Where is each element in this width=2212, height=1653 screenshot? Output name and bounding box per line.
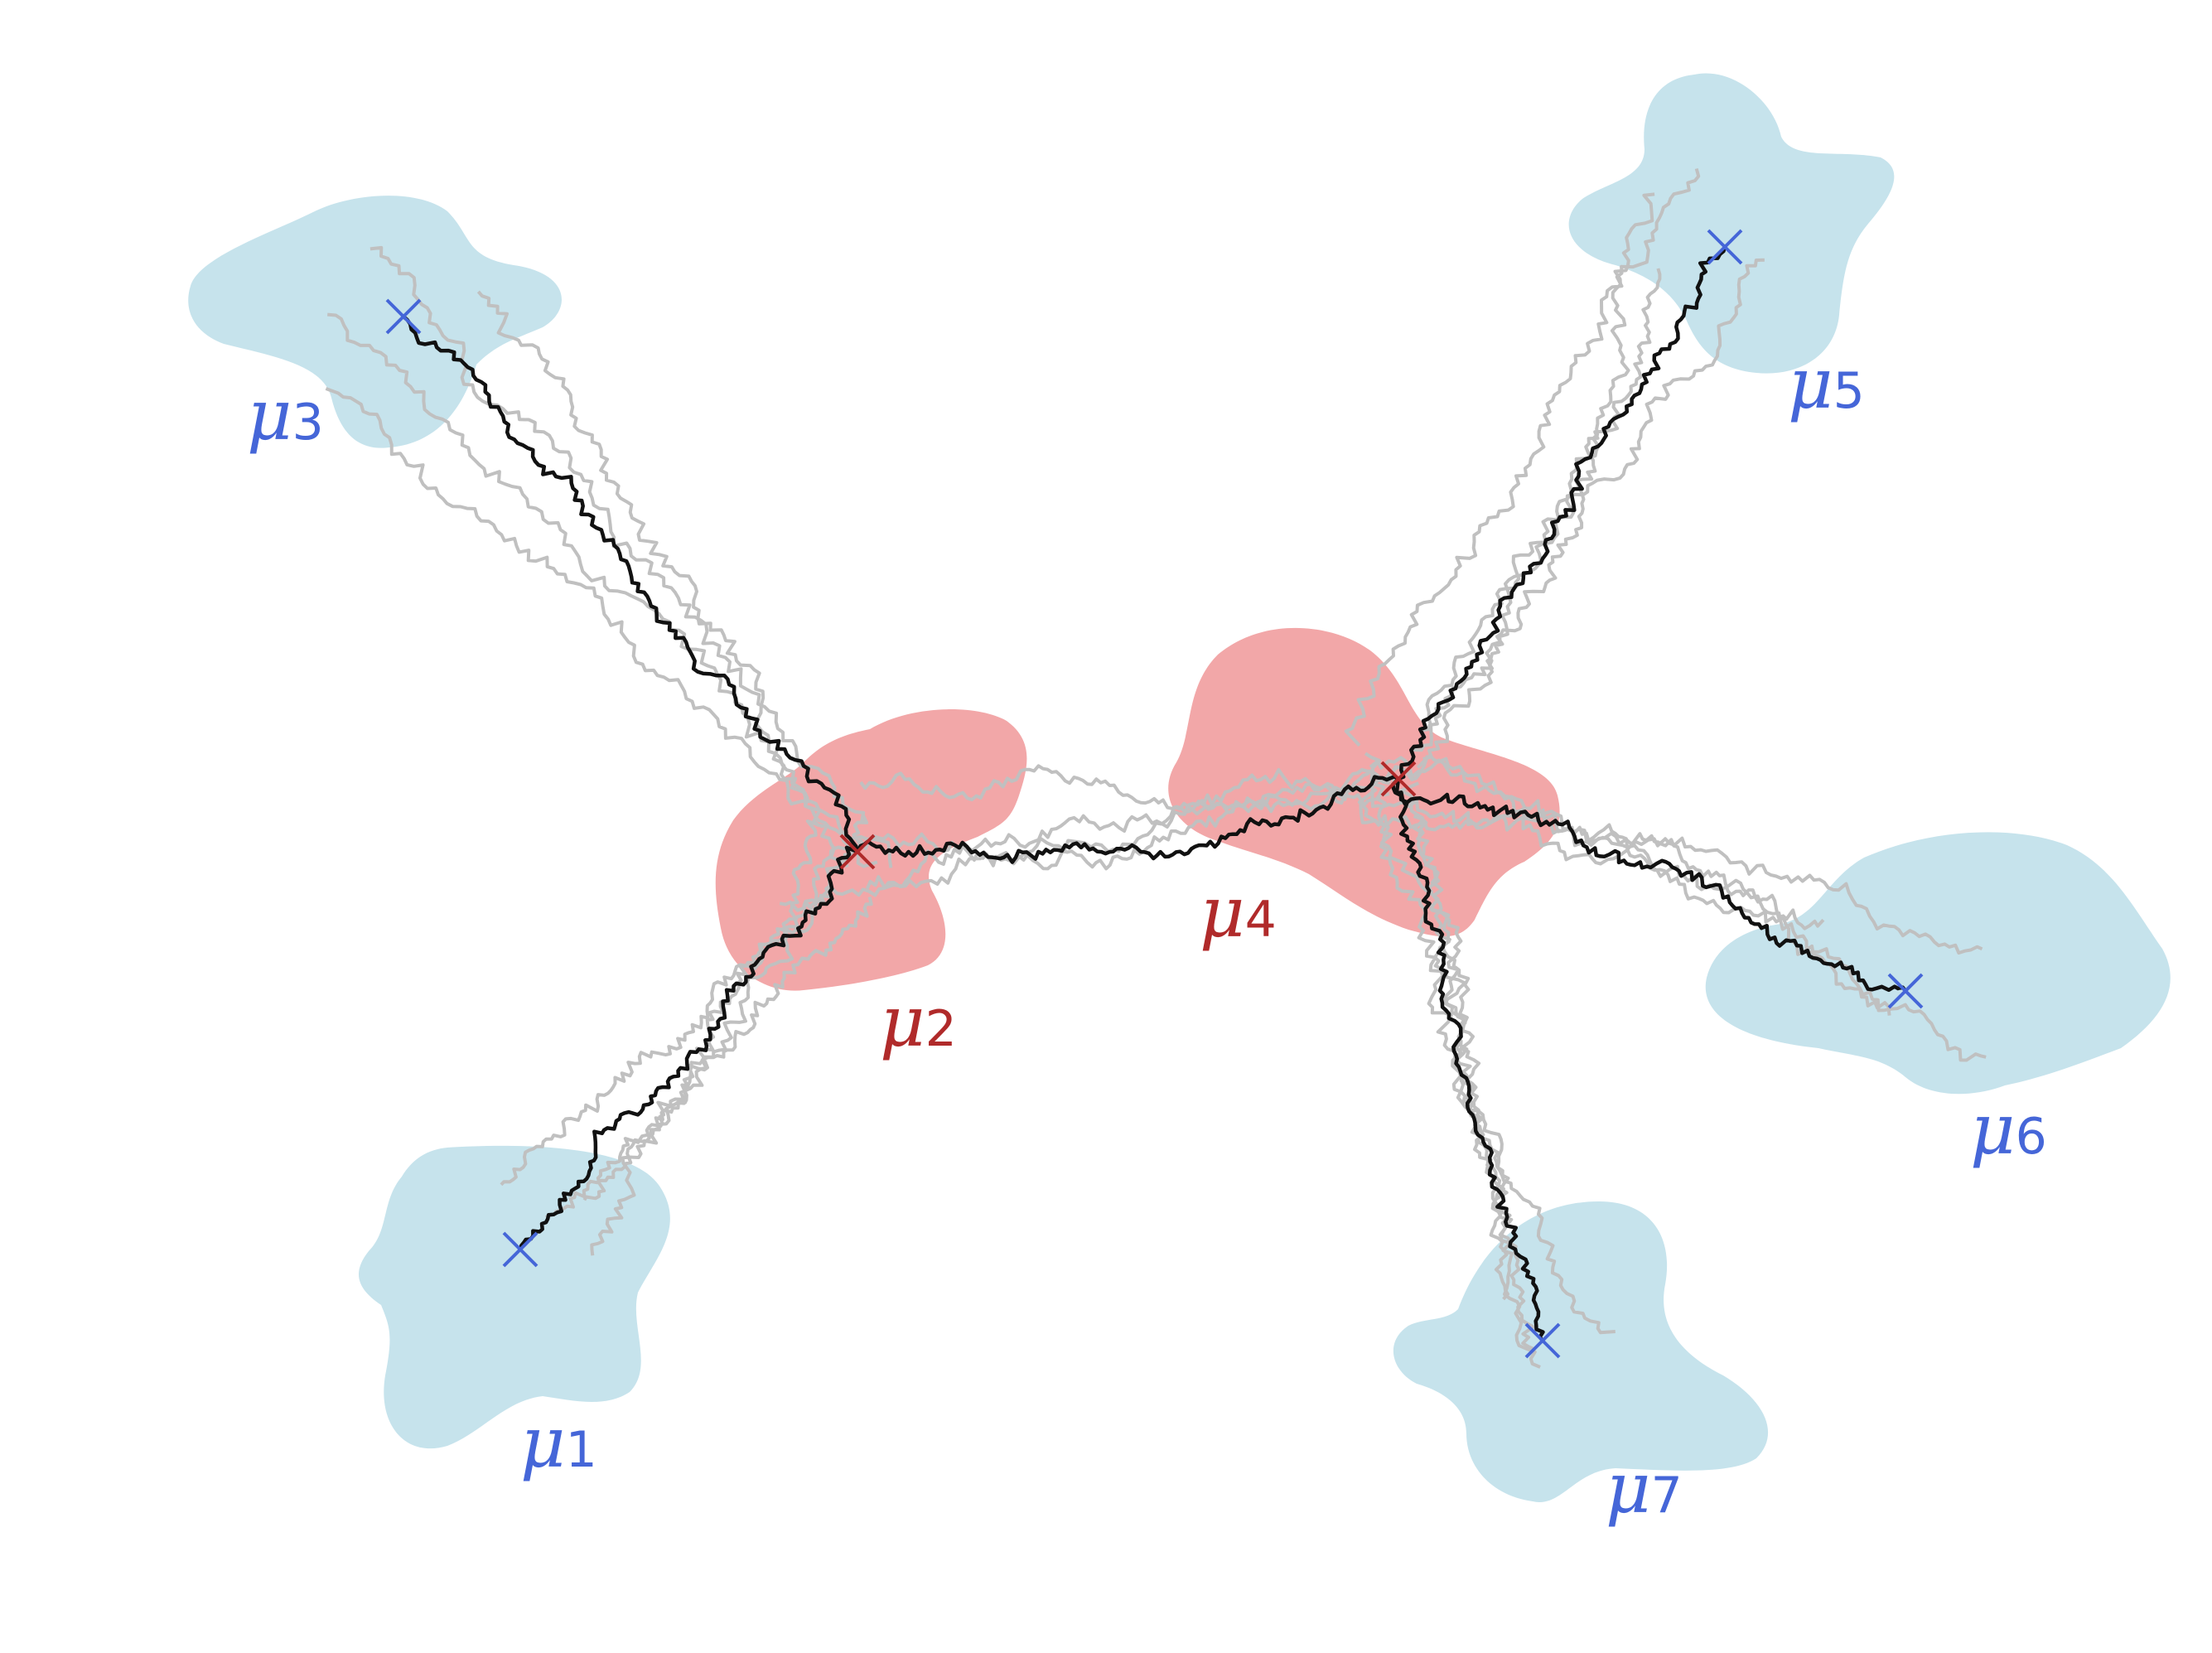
- sample-path-mu3-mu2: [476, 290, 849, 868]
- marker-layer: [385, 229, 1924, 1359]
- measure-blob-mu7: [1393, 1201, 1769, 1502]
- sample-path-mu2-mu4: [859, 764, 1396, 814]
- sample-path-mu3-mu2: [325, 387, 893, 868]
- sample-path-mu6-mu4: [1370, 783, 1891, 1016]
- marker-mu7-x-cross-icon: [1524, 1322, 1561, 1359]
- label-mu6: μ6: [1970, 1089, 2047, 1170]
- blob-layer: [188, 73, 2171, 1502]
- label-mu3: μ3: [247, 375, 324, 456]
- sample-path-mu3-mu2: [369, 245, 866, 824]
- marker-mu1-x-cross-icon: [502, 1231, 539, 1268]
- measure-blob-mu6: [1705, 832, 2171, 1095]
- measure-blob-mu5: [1568, 73, 1895, 374]
- sample-path-mu1-mu2: [582, 819, 824, 1201]
- main-path-mu7-mu4: [1390, 777, 1545, 1342]
- main-path-mu6-mu4: [1394, 778, 1907, 993]
- label-layer: μ1 μ2 μ3 μ4 μ5 μ6 μ7: [247, 343, 2047, 1529]
- sample-path-mu6-mu4: [1359, 799, 1825, 930]
- marker-mu5-x-cross-icon: [1707, 229, 1743, 265]
- sample-path-mu2-mu4: [865, 792, 1390, 890]
- sample-path-mu6-mu4: [1369, 756, 1983, 955]
- main-path-mu2-mu4: [856, 775, 1400, 864]
- sample-path-mu5-mu4: [1419, 268, 1662, 738]
- label-mu5: μ5: [1788, 343, 1865, 424]
- label-mu7: μ7: [1606, 1448, 1683, 1529]
- marker-mu2-x-cross-icon: [839, 834, 876, 870]
- sample-path-mu7-mu4: [1413, 814, 1537, 1351]
- measure-blob-mu1: [359, 1145, 670, 1449]
- label-mu4: μ4: [1200, 872, 1277, 953]
- main-path-layer: [402, 246, 1907, 1342]
- sample-path-mu5-mu4: [1344, 167, 1701, 747]
- marker-mu6-x-cross-icon: [1887, 973, 1924, 1009]
- main-path-mu1-mu2: [518, 845, 858, 1250]
- barycenter-blob-layer: [715, 627, 1560, 991]
- sample-path-mu5-mu4: [1413, 258, 1765, 752]
- marker-mu4-x-cross-icon: [1380, 761, 1417, 797]
- main-path-mu5-mu4: [1398, 246, 1727, 781]
- sample-path-mu1-mu2: [500, 845, 847, 1187]
- sample-path-mu7-mu4: [1364, 752, 1541, 1369]
- measure-blob-mu4: [1168, 627, 1560, 937]
- label-mu2: μ2: [880, 981, 957, 1062]
- main-path-mu3-mu2: [402, 315, 860, 853]
- sample-path-mu3-mu2: [327, 312, 878, 868]
- label-mu1: μ1: [520, 1402, 597, 1483]
- marker-mu3-x-cross-icon: [385, 298, 422, 335]
